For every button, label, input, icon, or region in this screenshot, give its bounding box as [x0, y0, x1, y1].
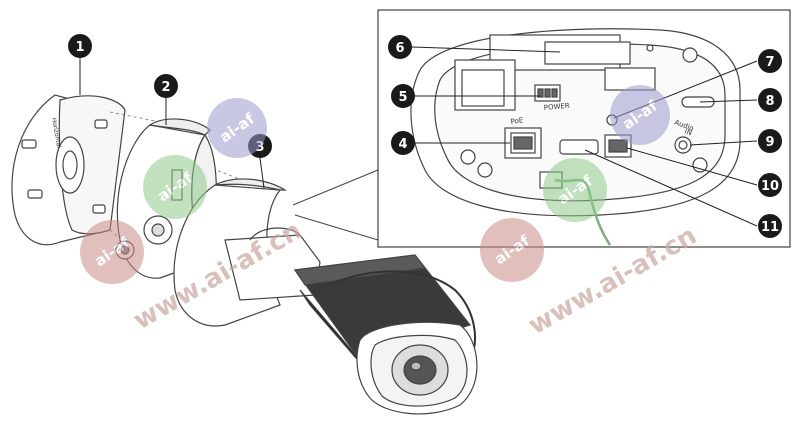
callout-5: 5	[391, 84, 415, 108]
callout-7-number: 7	[765, 55, 774, 70]
callout-1: 1	[68, 34, 92, 58]
leader-lines	[79, 46, 758, 227]
poe-label: PoE	[510, 116, 524, 126]
callout-8-number: 8	[765, 94, 774, 109]
inset-base-plate	[410, 28, 741, 246]
callout-10-number: 10	[761, 179, 779, 194]
callout-7: 7	[758, 49, 782, 73]
callout-2-number: 2	[161, 80, 170, 95]
callout-11-number: 11	[761, 220, 779, 235]
power-label: POWER	[543, 102, 570, 112]
camera-body	[173, 178, 478, 415]
zoom-line-bottom	[294, 214, 379, 241]
callout-2: 2	[154, 74, 178, 98]
callout-4: 4	[391, 131, 415, 155]
callout-9-number: 9	[765, 135, 774, 150]
mounting-bracket	[11, 94, 126, 246]
audio-in-label: IN	[683, 127, 693, 137]
watermark-badges: ai-af ai-af ai-af ai-af ai-af ai-af	[80, 85, 670, 284]
callout-6-number: 6	[395, 41, 404, 56]
zoom-line-top	[292, 169, 379, 206]
callout-9: 9	[758, 129, 782, 153]
callout-1-number: 1	[75, 40, 84, 55]
callout-4-number: 4	[398, 137, 407, 152]
callout-11: 11	[758, 214, 782, 238]
callout-10: 10	[758, 173, 782, 197]
callout-8: 8	[758, 88, 782, 112]
callout-3-number: 3	[255, 140, 264, 155]
callout-5-number: 5	[398, 90, 407, 105]
callout-6: 6	[388, 35, 412, 59]
